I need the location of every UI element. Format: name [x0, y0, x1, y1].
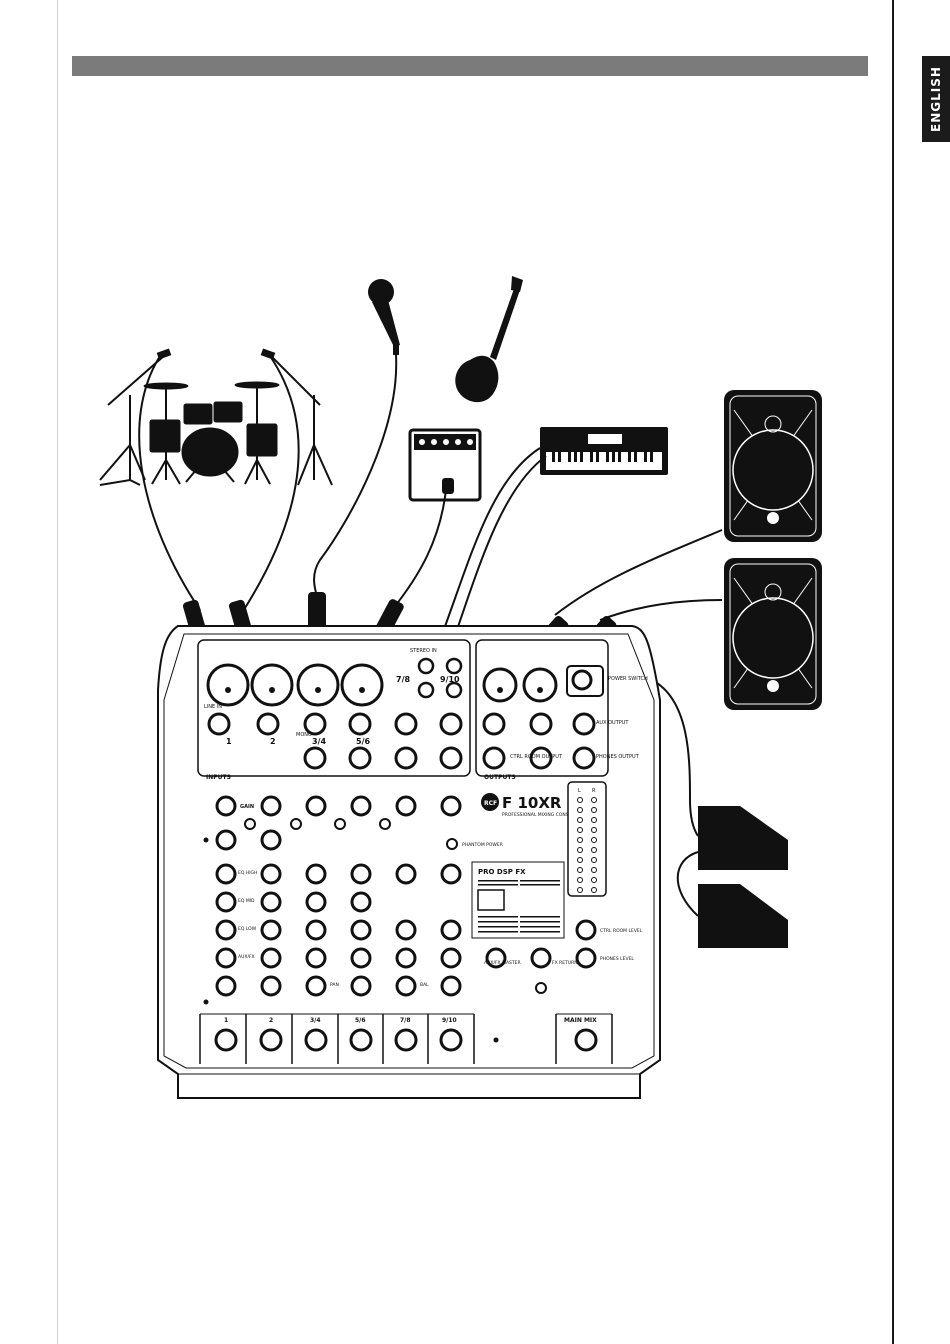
ctrl-room-level-label: CTRL ROOM LEVEL [600, 928, 643, 934]
dsp-label: PRO DSP FX [478, 868, 526, 876]
outputs-label: OUTPUTS [484, 774, 516, 781]
mic-stand-left-icon [99, 348, 172, 486]
input-label-3-4: 3/4 [312, 737, 326, 746]
phones-level-label: PHONES LEVEL [600, 956, 634, 962]
fx-return-label: FX RETURN [552, 960, 578, 966]
pan-label: PAN [330, 982, 339, 988]
microphone-icon [368, 279, 400, 355]
stereo-in-label: STEREO IN [410, 648, 437, 654]
stage-monitor-bottom-icon [698, 884, 788, 948]
eq-low-label: EQ LOW [238, 926, 257, 932]
input-label-7-8: 7/8 [396, 675, 410, 684]
bal-label: BAL [420, 982, 429, 988]
level-label-3-4: 3/4 [310, 1017, 321, 1024]
level-label-5-6: 5/6 [355, 1017, 366, 1024]
electric-guitar-icon [455, 276, 523, 403]
inputs-label: INPUTS [206, 774, 231, 781]
model-name: F 10XR [502, 794, 562, 812]
level-label-1: 1 [224, 1017, 228, 1024]
aux-fx-label: AUX/FX [238, 954, 255, 960]
section-header-bar [72, 56, 868, 76]
input-label-2: 2 [270, 737, 276, 746]
line-in-label: LINE IN [204, 704, 222, 710]
right-margin-rule [892, 0, 894, 1344]
channel-knobs [214, 795, 598, 1052]
stage-monitor-top-icon [698, 806, 788, 870]
phantom-power-label: PHANTOM POWER [462, 842, 503, 848]
model-subtitle: PROFESSIONAL MIXING CONSOLE [502, 812, 578, 818]
drum-kit-icon [99, 348, 333, 486]
guitar-amplifier-icon [408, 428, 482, 502]
speaker-bottom-icon [724, 558, 822, 710]
aux-output-label: AUX OUTPUT [596, 720, 629, 726]
level-label-7-8: 7/8 [400, 1017, 411, 1024]
input-label-5-6: 5/6 [356, 737, 370, 746]
eq-mid-label: EQ MID [238, 898, 255, 904]
language-tab[interactable]: ENGLISH [922, 56, 950, 142]
level-label-9-10: 9/10 [442, 1017, 457, 1024]
speaker-top-icon [724, 390, 822, 542]
mixer-console: INPUTS OUTPUTS POWER SWITCH [157, 625, 661, 1099]
eq-high-label: EQ HIGH [238, 870, 257, 876]
main-mix-label: MAIN MIX [564, 1017, 597, 1024]
brand-logo: RCF [484, 800, 497, 807]
cables [138, 354, 723, 917]
gain-label: GAIN [240, 804, 254, 810]
phones-output-label: PHONES OUTPUT [596, 754, 640, 760]
input-label-9-10: 9/10 [440, 675, 460, 684]
input-label-1: 1 [226, 737, 232, 746]
level-label-2: 2 [269, 1017, 273, 1024]
switch-label: POWER SWITCH [608, 676, 648, 682]
aux-master-label: AUX/FX MASTER [484, 960, 521, 966]
mono-label: MONO [296, 732, 312, 738]
mic-stand-right-icon [260, 348, 333, 486]
left-margin-rule [57, 0, 58, 1344]
ctrl-room-output-label: CTRL ROOM OUTPUT [510, 754, 563, 760]
meter-label-left: L [578, 788, 581, 794]
keyboard-icon [540, 427, 668, 475]
meter-label-right: R [592, 788, 596, 794]
